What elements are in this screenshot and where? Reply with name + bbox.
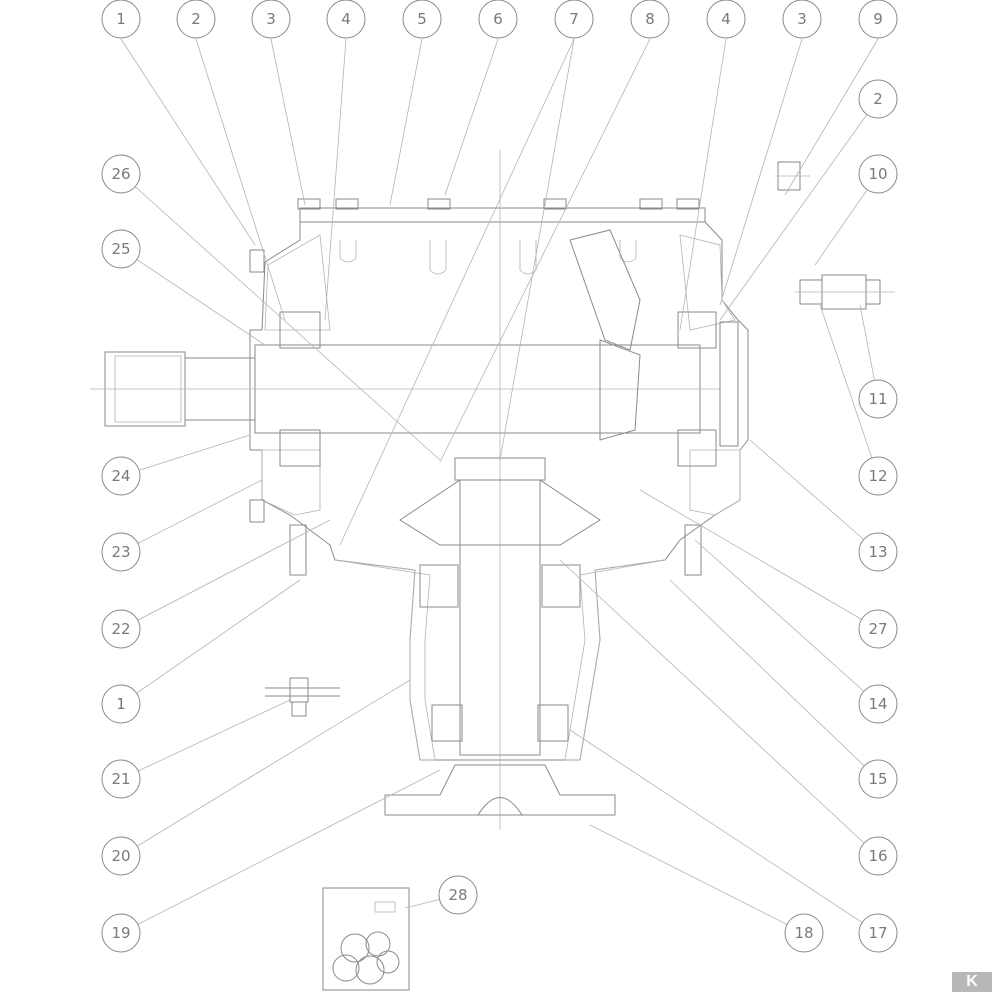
svg-text:2: 2	[191, 10, 201, 28]
callout-7: 7	[554, 0, 594, 39]
svg-text:20: 20	[111, 847, 130, 865]
callout-21: 21	[101, 759, 141, 799]
svg-text:12: 12	[868, 467, 887, 485]
svg-text:1: 1	[116, 695, 126, 713]
callout-4: 4	[326, 0, 366, 39]
horizontal-shaft	[90, 229, 739, 467]
svg-text:25: 25	[111, 240, 130, 258]
callout-25: 25	[101, 229, 141, 269]
svg-text:1: 1	[116, 10, 126, 28]
callout-6: 6	[478, 0, 518, 39]
callout-15: 15	[858, 759, 898, 799]
callout-20: 20	[101, 836, 141, 876]
callout-26: 26	[101, 154, 141, 194]
svg-text:11: 11	[868, 390, 887, 408]
callout-2: 2	[176, 0, 216, 39]
gearbox-housing	[249, 198, 749, 761]
svg-text:8: 8	[645, 10, 655, 28]
cover-bolts	[297, 198, 700, 210]
detail-fittings	[795, 274, 895, 310]
vertical-shaft	[384, 150, 616, 830]
callout-9: 9	[858, 0, 898, 39]
brand-logo: K	[952, 972, 992, 992]
svg-text:4: 4	[721, 10, 731, 28]
callout-23: 23	[101, 532, 141, 572]
svg-text:6: 6	[493, 10, 503, 28]
svg-text:23: 23	[111, 543, 130, 561]
detail-breather	[775, 161, 810, 191]
callout-3: 3	[251, 0, 291, 39]
callout-18: 18	[784, 913, 824, 953]
svg-text:14: 14	[868, 695, 887, 713]
callout-22: 22	[101, 609, 141, 649]
svg-text:26: 26	[111, 165, 130, 183]
svg-text:3: 3	[797, 10, 807, 28]
leader-lines	[120, 38, 879, 934]
seal-kit-bag	[322, 887, 410, 991]
svg-text:9: 9	[873, 10, 883, 28]
svg-text:5: 5	[417, 10, 427, 28]
callout-1: 1	[101, 0, 141, 39]
callout-8: 8	[630, 0, 670, 39]
svg-text:4: 4	[341, 10, 351, 28]
callouts: 1 2 3 4 5 6 7 8 4 3 9 2 10 11 12 13 27 1…	[101, 0, 898, 953]
svg-text:24: 24	[111, 467, 130, 485]
callout-28: 28	[438, 875, 478, 915]
callout-27: 27	[858, 609, 898, 649]
callout-11: 11	[858, 379, 898, 419]
svg-text:18: 18	[794, 924, 813, 942]
svg-text:17: 17	[868, 924, 887, 942]
flange-bolts	[249, 249, 702, 576]
svg-text:27: 27	[868, 620, 887, 638]
callout-13: 13	[858, 532, 898, 572]
svg-text:21: 21	[111, 770, 130, 788]
callout-2b: 2	[858, 79, 898, 119]
callout-24: 24	[101, 456, 141, 496]
svg-text:19: 19	[111, 924, 130, 942]
svg-text:15: 15	[868, 770, 887, 788]
callout-3b: 3	[782, 0, 822, 39]
callout-16: 16	[858, 836, 898, 876]
svg-text:13: 13	[868, 543, 887, 561]
svg-text:28: 28	[448, 886, 467, 904]
svg-text:16: 16	[868, 847, 887, 865]
callout-19: 19	[101, 913, 141, 953]
callout-4b: 4	[706, 0, 746, 39]
svg-text:22: 22	[111, 620, 130, 638]
svg-text:10: 10	[868, 165, 887, 183]
detail-bolt	[265, 677, 340, 717]
callout-14: 14	[858, 684, 898, 724]
callout-5: 5	[402, 0, 442, 39]
callout-10: 10	[858, 154, 898, 194]
svg-text:3: 3	[266, 10, 276, 28]
callout-1b: 1	[101, 684, 141, 724]
svg-text:7: 7	[569, 10, 579, 28]
callout-12: 12	[858, 456, 898, 496]
svg-text:2: 2	[873, 90, 883, 108]
callout-17: 17	[858, 913, 898, 953]
